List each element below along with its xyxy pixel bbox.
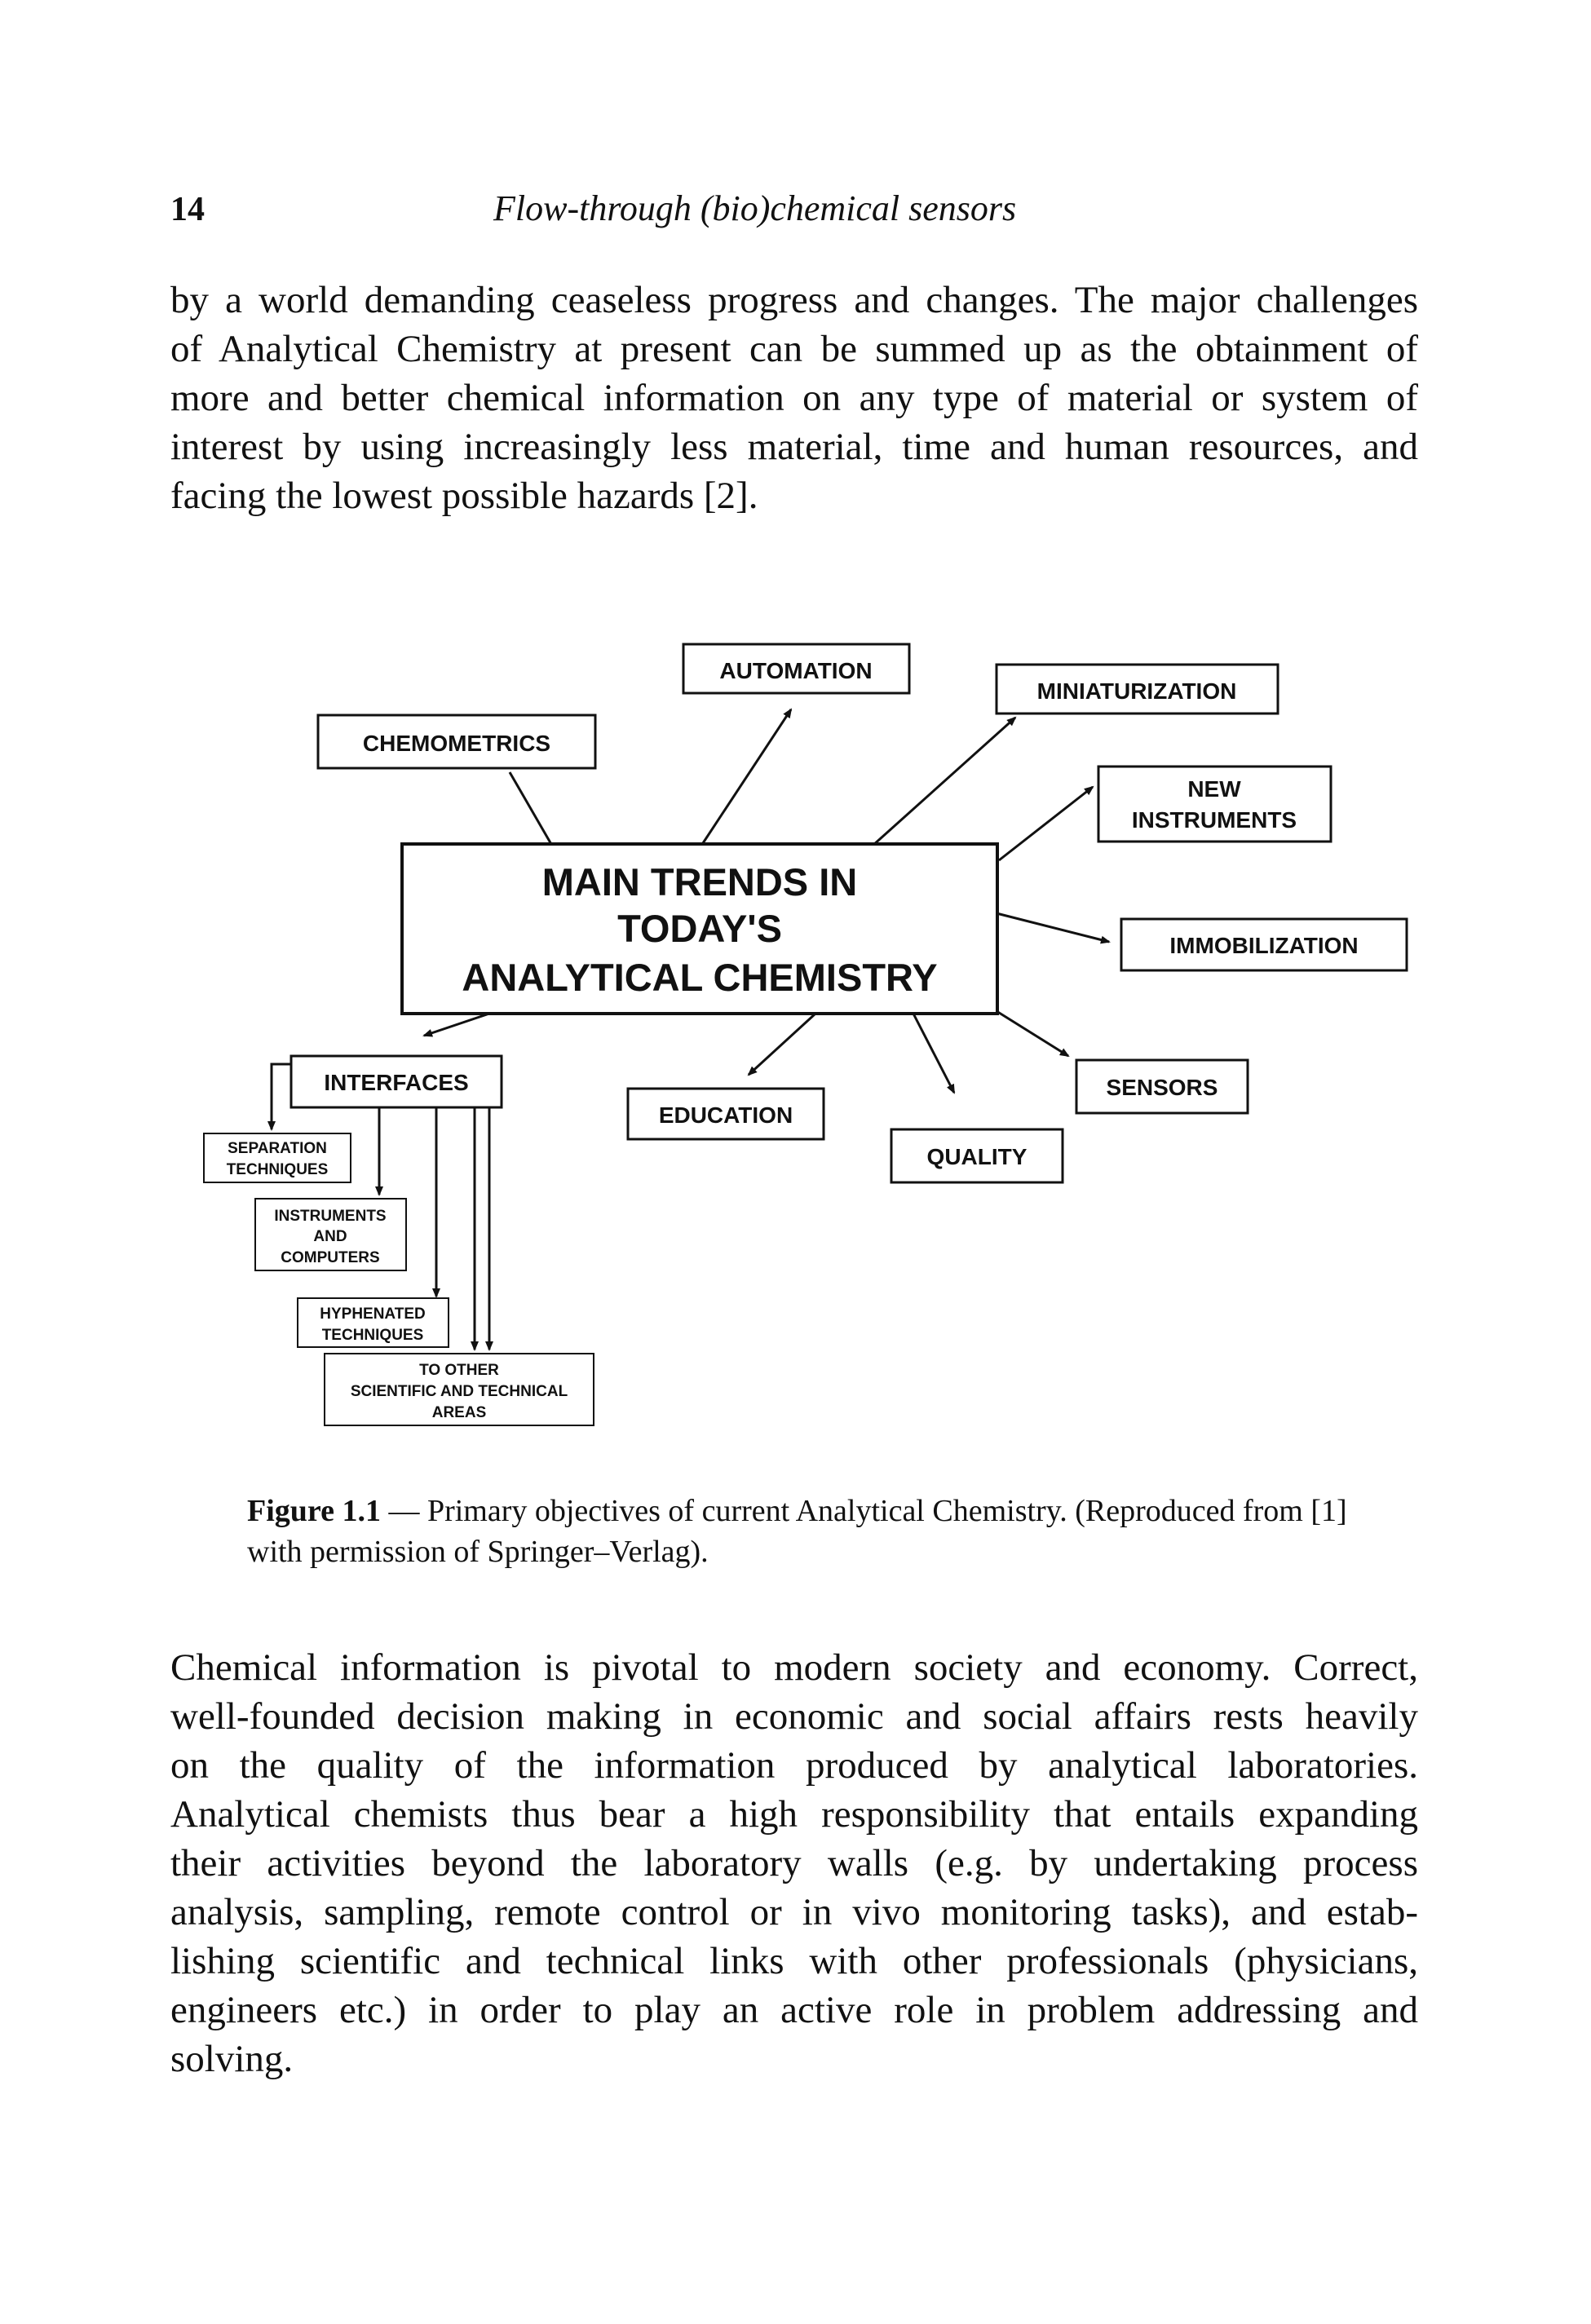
separation-box: SEPARATION TECHNIQUES <box>203 1133 351 1183</box>
central-line-3: ANALYTICAL CHEMISTRY <box>462 956 937 999</box>
chemometrics-label: CHEMOMETRICS <box>363 731 550 756</box>
instruments-computers-line-1: INSTRUMENTS <box>274 1208 386 1225</box>
caption-label: Figure 1.1 <box>247 1494 381 1528</box>
instruments-computers-line-2: AND <box>313 1228 347 1245</box>
other-areas-line-3: AREAS <box>432 1404 487 1421</box>
immobilization-label: IMMOBILIZATION <box>1169 933 1358 958</box>
central-line-1: MAIN TRENDS IN <box>542 860 857 904</box>
automation-label: AUTOMATION <box>719 658 872 683</box>
immobilization-box: IMMOBILIZATION <box>1120 917 1408 972</box>
text-line: by a world demanding ceaseless progress … <box>170 279 1418 321</box>
text-line: facing the lowest possible hazards [2]. <box>170 475 758 517</box>
interfaces-label: INTERFACES <box>324 1070 468 1095</box>
text-line: Analytical chemists thus bear a high res… <box>170 1793 1418 1836</box>
education-label: EDUCATION <box>659 1102 793 1128</box>
text-line: on the quality of the information produc… <box>170 1744 1418 1787</box>
caption-text: — Primary objectives of current Analytic… <box>247 1494 1347 1569</box>
central-line-2: TODAY'S <box>617 907 782 950</box>
diagram-connectors <box>267 708 1111 1351</box>
miniaturization-label: MINIATURIZATION <box>1037 678 1237 704</box>
sensors-label: SENSORS <box>1107 1075 1218 1100</box>
chemometrics-box: CHEMOMETRICS <box>316 714 597 770</box>
education-box: EDUCATION <box>626 1087 825 1141</box>
new-instruments-line-1: NEW <box>1187 776 1241 802</box>
hyphenated-line-1: HYPHENATED <box>320 1306 426 1323</box>
instruments-computers-line-3: COMPUTERS <box>281 1249 379 1266</box>
separation-line-1: SEPARATION <box>228 1140 327 1157</box>
quality-label: QUALITY <box>927 1144 1028 1169</box>
other-areas-line-1: TO OTHER <box>419 1362 499 1379</box>
hyphenated-line-2: TECHNIQUES <box>322 1327 424 1344</box>
text-line: well-founded decision making in economic… <box>170 1695 1418 1738</box>
miniaturization-box: MINIATURIZATION <box>995 663 1279 715</box>
new-instruments-box: NEW INSTRUMENTS <box>1097 765 1332 843</box>
text-line: lishing scientific and technical links w… <box>170 1940 1418 1982</box>
new-instruments-line-2: INSTRUMENTS <box>1132 807 1297 833</box>
running-title: Flow-through (bio)chemical sensors <box>493 188 1017 228</box>
interfaces-box: INTERFACES <box>289 1054 503 1109</box>
figure-caption: Figure 1.1 — Primary objectives of curre… <box>247 1491 1364 1572</box>
sensors-box: SENSORS <box>1075 1058 1249 1115</box>
text-line: of Analytical Chemistry at present can b… <box>170 328 1418 370</box>
text-line: solving. <box>170 2038 294 2080</box>
paragraph-chemical-information: Chemical information is pivotal to moder… <box>170 1643 1418 2083</box>
quality-box: QUALITY <box>890 1128 1064 1184</box>
paragraph-intro: by a world demanding ceaseless progress … <box>170 276 1418 520</box>
text-line: more and better chemical information on … <box>170 377 1418 419</box>
text-line: interest by using increasingly less mate… <box>170 426 1418 468</box>
other-areas-line-2: SCIENTIFIC AND TECHNICAL <box>351 1383 568 1400</box>
central-box: MAIN TRENDS IN TODAY'S ANALYTICAL CHEMIS… <box>400 842 999 1015</box>
automation-box: AUTOMATION <box>682 643 911 695</box>
other-areas-box: TO OTHER SCIENTIFIC AND TECHNICAL AREAS <box>324 1353 594 1426</box>
page-number: 14 <box>170 191 205 228</box>
separation-line-2: TECHNIQUES <box>227 1161 329 1178</box>
text-line: engineers etc.) in order to play an acti… <box>170 1989 1418 2031</box>
text-line: Chemical information is pivotal to moder… <box>170 1646 1418 1689</box>
hyphenated-box: HYPHENATED TECHNIQUES <box>297 1297 449 1348</box>
text-line: their activities beyond the laboratory w… <box>170 1842 1418 1884</box>
text-line: analysis, sampling, remote control or in… <box>170 1891 1418 1933</box>
instruments-computers-box: INSTRUMENTS AND COMPUTERS <box>254 1198 407 1271</box>
trends-diagram: MAIN TRENDS IN TODAY'S ANALYTICAL CHEMIS… <box>203 643 1408 1426</box>
